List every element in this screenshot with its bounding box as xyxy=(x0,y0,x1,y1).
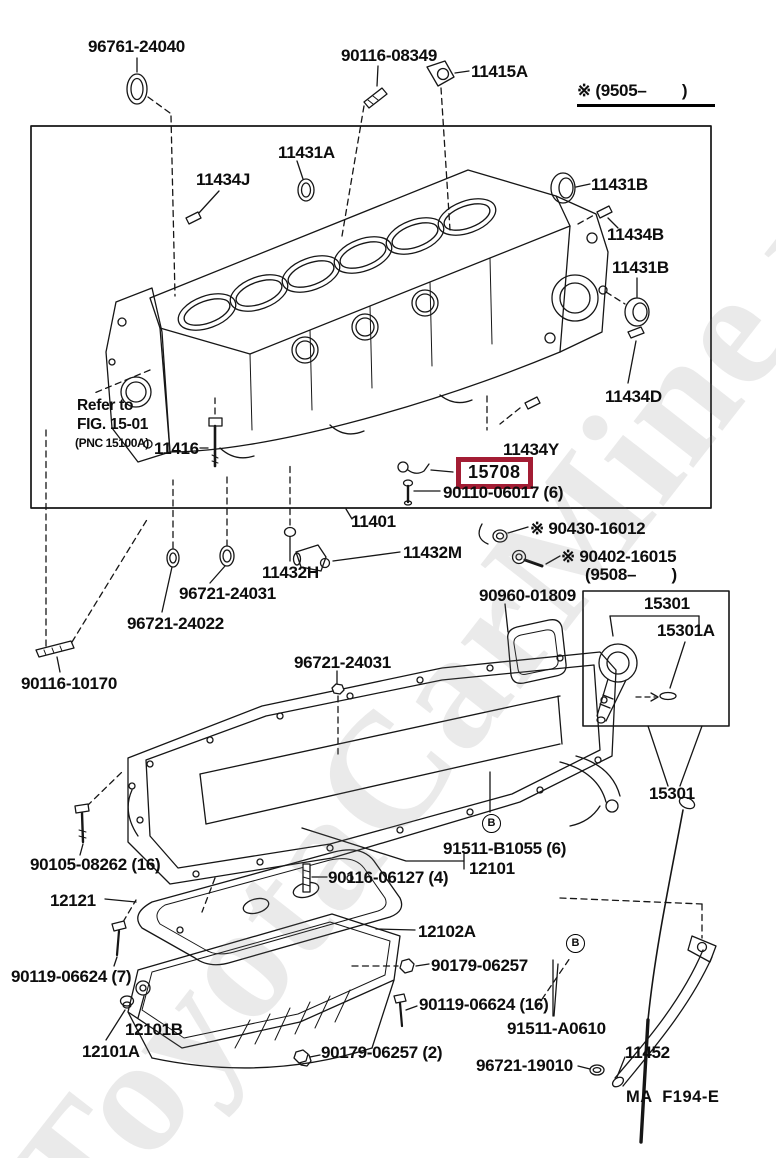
lower-oil-pan-art xyxy=(127,913,401,1069)
part-label-11434B[interactable]: 11434B xyxy=(607,225,664,244)
part-label-11432H[interactable]: 11432H xyxy=(262,563,319,582)
note-production-range-9508: (9508– ) xyxy=(585,565,677,584)
note-production-range-9505: ※ (9505– ) xyxy=(577,82,715,107)
baffle-plate-art xyxy=(137,849,403,966)
part-label-11434J[interactable]: 11434J xyxy=(196,170,250,189)
part-label-12101[interactable]: 12101 xyxy=(469,859,515,878)
part-label-12101B[interactable]: 12101B xyxy=(125,1020,183,1039)
part-label-90119-06624-16[interactable]: 90119-06624 (16) xyxy=(419,995,549,1014)
part-label-90430-16012[interactable]: ※ 90430-16012 xyxy=(530,519,646,538)
figure-border xyxy=(30,125,712,509)
cylinder-block-art xyxy=(105,169,609,463)
part-label-11452[interactable]: 11452 xyxy=(625,1043,670,1062)
part-label-91511-B1055[interactable]: 91511-B1055 (6) xyxy=(443,839,567,858)
figure-code: MA F194-E xyxy=(626,1088,720,1106)
part-label-90179-06257-2[interactable]: 90179-06257 (2) xyxy=(321,1043,443,1062)
part-label-11431B[interactable]: 11431B xyxy=(591,175,648,194)
part-label-90116-08349[interactable]: 90116-08349 xyxy=(341,46,437,65)
part-label-15301-dipstick[interactable]: 15301 xyxy=(649,784,695,803)
part-label-11434Y[interactable]: 11434Y xyxy=(503,440,559,459)
dipstick-art xyxy=(553,796,717,1144)
part-label-90110-06017[interactable]: 90110-06017 (6) xyxy=(443,483,564,502)
part-label-12101A[interactable]: 12101A xyxy=(82,1042,140,1061)
part-label-11431B-2[interactable]: 11431B xyxy=(612,258,669,277)
part-label-90119-06624-7[interactable]: 90119-06624 (7) xyxy=(11,967,132,986)
construction-dashed-lines xyxy=(45,87,703,1009)
refer-note-line3: (PNC 15100A) xyxy=(75,436,149,450)
part-label-91511-A0610[interactable]: 91511-A0610 xyxy=(507,1019,606,1038)
part-label-15708-highlighted[interactable]: 15708 xyxy=(456,457,533,489)
part-label-12102A[interactable]: 12102A xyxy=(418,922,476,941)
part-label-96721-24031[interactable]: 96721-24031 xyxy=(179,584,276,603)
hardware-icons-and-leaders xyxy=(35,57,650,1078)
part-label-96761-24040[interactable]: 96761-24040 xyxy=(88,37,185,56)
part-label-11431A[interactable]: 11431A xyxy=(278,143,335,162)
part-label-96721-24022[interactable]: 96721-24022 xyxy=(127,614,224,633)
upper-oil-pan-art xyxy=(127,651,621,885)
refer-note-line2: FIG. 15-01 xyxy=(77,416,149,433)
part-label-12121[interactable]: 12121 xyxy=(50,891,96,910)
part-label-90116-06127[interactable]: 90116-06127 (4) xyxy=(328,868,449,887)
part-label-15301-inset[interactable]: 15301 xyxy=(644,594,690,613)
part-label-90960-01809[interactable]: 90960-01809 xyxy=(479,586,576,605)
part-label-90116-10170[interactable]: 90116-10170 xyxy=(21,674,117,693)
part-label-96721-19010[interactable]: 96721-19010 xyxy=(476,1056,573,1075)
part-label-11416[interactable]: 11416 xyxy=(154,439,199,458)
part-label-96721-24031-2[interactable]: 96721-24031 xyxy=(294,653,391,672)
part-label-90105-08262[interactable]: 90105-08262 (16) xyxy=(30,855,161,874)
circled-b-marker-2: B xyxy=(566,934,585,953)
refer-note-line1: Refer to xyxy=(77,397,134,414)
part-label-11432M[interactable]: 11432M xyxy=(403,543,462,562)
part-label-90179-06257[interactable]: 90179-06257 xyxy=(431,956,528,975)
part-label-11415A[interactable]: 11415A xyxy=(471,62,528,81)
inset-callout-art xyxy=(582,590,730,787)
part-label-11401[interactable]: 11401 xyxy=(351,512,396,531)
part-label-90402-16015[interactable]: ※ 90402-16015 xyxy=(561,547,677,566)
part-label-15301A[interactable]: 15301A xyxy=(657,621,715,640)
circled-b-marker-1: B xyxy=(482,814,501,833)
part-label-11434D[interactable]: 11434D xyxy=(605,387,662,406)
